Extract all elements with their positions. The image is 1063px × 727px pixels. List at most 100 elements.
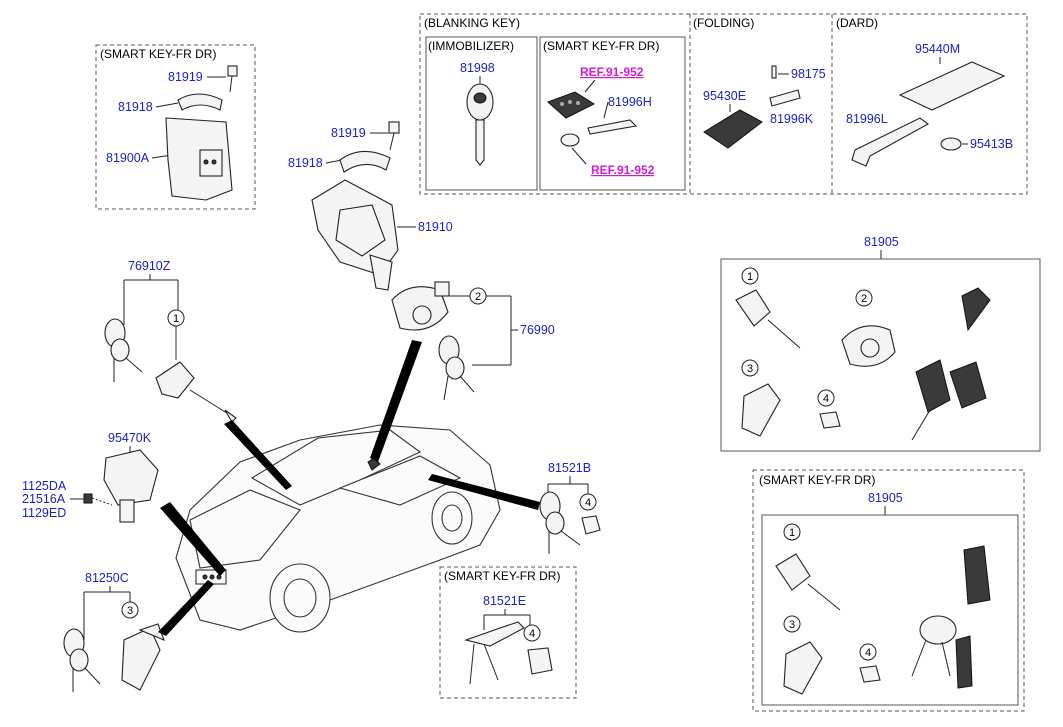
kit-box [720,258,1041,452]
cap-icon [819,411,841,429]
blade-icon [769,89,801,107]
module-95470K-group: 95470K 1125DA 21516A 1129ED [22,431,159,523]
part-81919[interactable]: 81919 [168,70,203,84]
part-81521B[interactable]: 81521B [548,461,591,475]
part-81910[interactable]: 81910 [418,220,453,234]
smart-key-fob-icon [547,91,596,119]
svg-text:3: 3 [747,363,753,375]
svg-text:4: 4 [823,393,829,405]
part-21516A[interactable]: 21516A [22,492,66,506]
part-81521E[interactable]: 81521E [483,594,526,608]
group-title: (IMMOBILIZER) [428,39,514,53]
callout-1 [783,523,801,541]
battery-icon [940,137,962,151]
callout-3 [783,615,801,633]
part-76910Z[interactable]: 76910Z [128,259,171,273]
callout-3 [121,601,139,619]
group-title: (SMART KEY-FR DR) [444,569,560,583]
lock-cylinder-icon [155,361,237,423]
svg-text:1: 1 [789,527,795,539]
card-blade-icon [851,117,930,167]
part-1129ED[interactable]: 1129ED [22,506,66,520]
part-81918[interactable]: 81918 [118,100,153,114]
callout-1 [741,267,759,285]
svg-text:2: 2 [861,293,867,305]
callout-4 [579,493,597,511]
part-81250C[interactable]: 81250C [85,571,129,585]
part-81905-a[interactable]: 81905 [864,235,899,249]
callout-4 [523,624,541,642]
cap-icon [859,665,881,683]
key-icon [464,621,525,685]
kit-box [761,514,1019,706]
svg-text:1: 1 [747,271,753,283]
key-icon [104,318,143,382]
part-81998[interactable]: 81998 [460,61,495,75]
group-title: (DARD) [836,16,878,30]
svg-text:4: 4 [585,497,591,509]
trunk-cylinder-icon [741,383,781,437]
emergency-key-icon [587,119,638,135]
trunk-lock-group: 81250C 3 [63,571,165,692]
part-76990[interactable]: 76990 [520,323,555,337]
clamp-icon [177,93,223,111]
part-95470K[interactable]: 95470K [108,431,152,445]
smart-key-module-icon [165,117,233,201]
trunk-cylinder-icon [783,641,823,695]
key-set-icon [911,545,991,689]
battery-icon [560,133,580,147]
svg-text:4: 4 [529,628,535,640]
part-81919-b[interactable]: 81919 [331,126,366,140]
part-95430E[interactable]: 95430E [703,89,746,103]
part-1125DA[interactable]: 1125DA [22,479,67,493]
bolt-icon [227,65,238,93]
door-lock-group: 76910Z 1 [104,259,237,423]
group-title: (SMART KEY-FR DR) [759,473,875,487]
group-title: (BLANKING KEY) [424,16,520,30]
ref-91-952-a[interactable]: REF.91-952 [580,65,644,79]
group-box [95,44,256,210]
svg-text:1: 1 [173,313,179,325]
group-title: (SMART KEY-FR DR) [543,39,659,53]
card-key-icon [898,61,1006,111]
part-98175[interactable]: 98175 [791,67,826,81]
key-icon [466,83,494,166]
ignition-assembly: 81919 81918 81910 2 76990 [288,121,555,401]
part-95413B[interactable]: 95413B [970,137,1013,151]
group-smart-key-fr-dr-top: (SMART KEY-FR DR) 81919 81918 81900A [95,44,256,210]
clamp-icon [339,150,391,173]
group-smart-key-fr-dr-bottom-left: (SMART KEY-FR DR) 81521E 4 [439,566,577,699]
callout-4 [817,389,835,407]
part-81918-b[interactable]: 81918 [288,156,323,170]
door-cylinder-81521B-group: 81521B 4 [539,461,601,554]
callout-2 [855,289,873,307]
part-81996L[interactable]: 81996L [846,112,888,126]
part-95440M[interactable]: 95440M [915,42,960,56]
cap-icon [581,515,601,535]
key-icon [63,628,101,692]
kit-81905-group: 81905 1 2 3 4 [720,235,1041,452]
part-81900A[interactable]: 81900A [106,151,150,165]
trunk-cylinder-icon [121,623,165,691]
lock-cylinder-icon [775,553,811,591]
svg-text:3: 3 [789,619,795,631]
pin-icon [771,65,777,79]
group-box [419,13,1028,195]
folding-key-icon [703,109,763,149]
screw-icon [83,493,113,506]
cap-icon [527,647,553,675]
svg-text:3: 3 [127,605,133,617]
pointer-arrows [158,340,540,636]
ref-91-952-b[interactable]: REF.91-952 [591,163,655,177]
group-blanking-key: (BLANKING KEY) (IMMOBILIZER) 81998 (SMAR… [419,13,1028,195]
part-81996H[interactable]: 81996H [608,95,652,109]
part-81905-b[interactable]: 81905 [868,491,903,505]
part-81996K[interactable]: 81996K [770,112,814,126]
bolt-icon [388,121,400,151]
callout-3 [741,359,759,377]
svg-text:2: 2 [475,291,481,303]
key-icon [438,335,475,401]
callout-4 [859,643,877,661]
svg-text:4: 4 [865,647,871,659]
group-title: (SMART KEY-FR DR) [100,47,216,61]
